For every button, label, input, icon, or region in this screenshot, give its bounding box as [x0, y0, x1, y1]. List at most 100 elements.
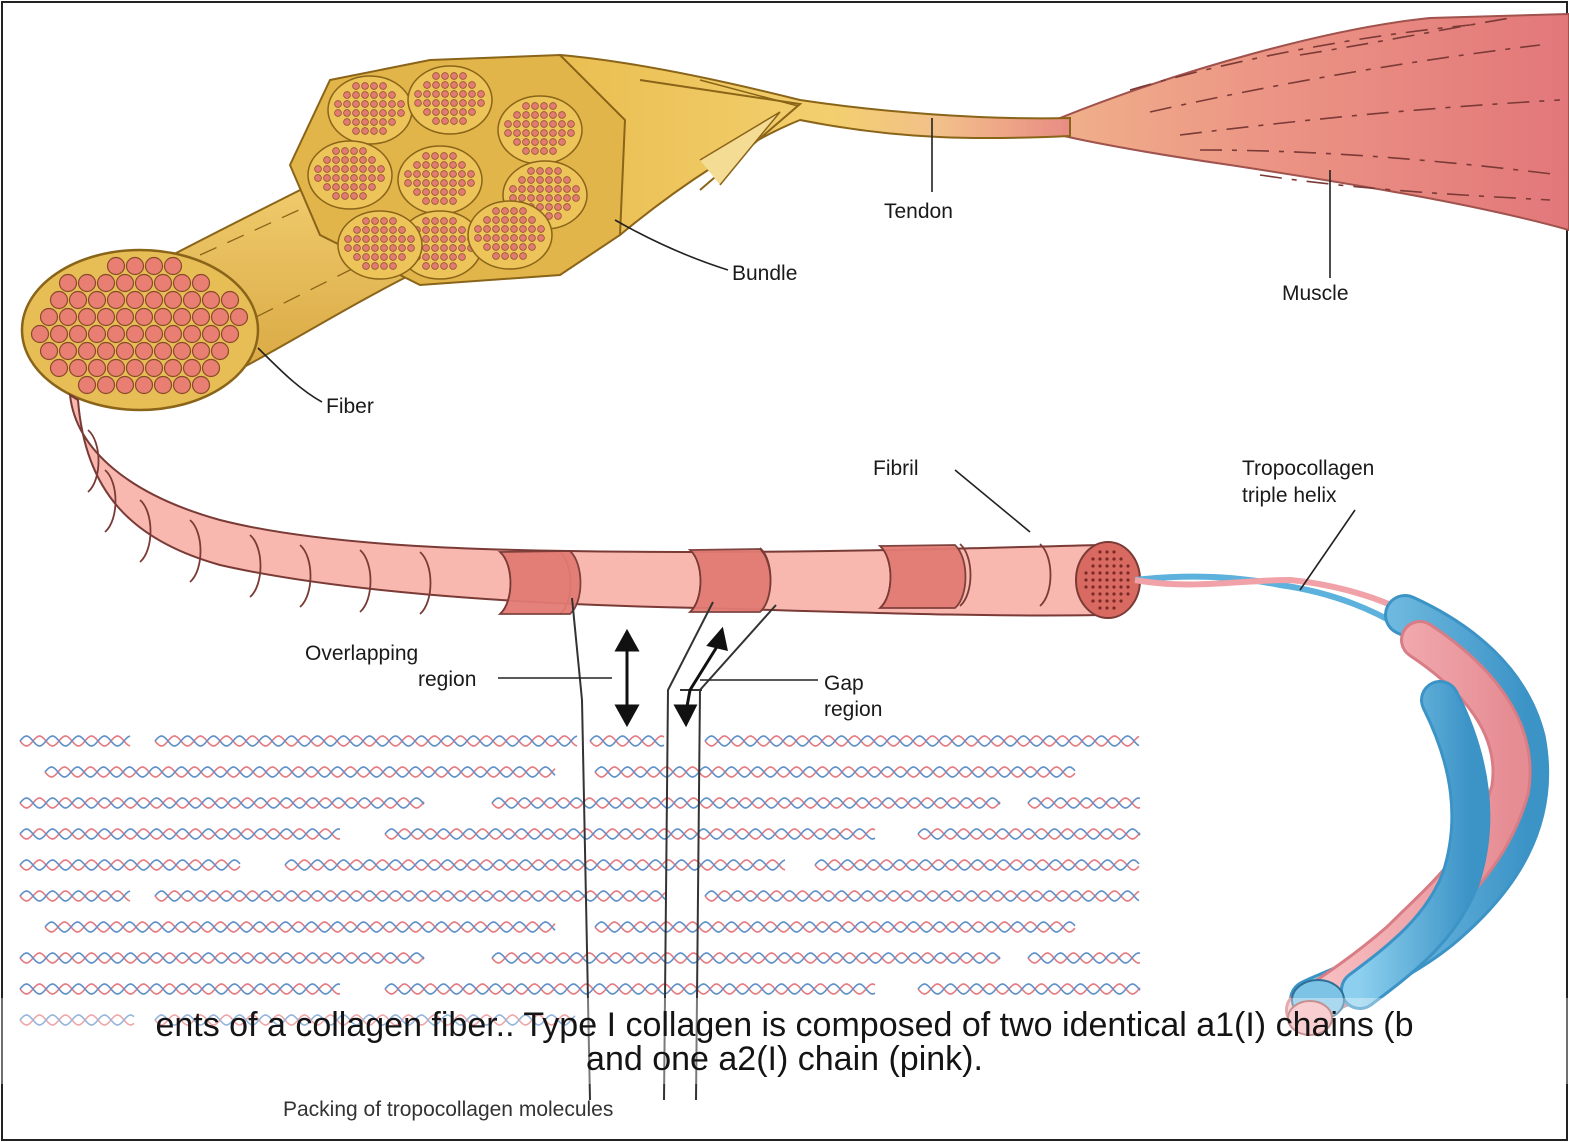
fibril-dot [555, 177, 562, 184]
fibril-dot [484, 244, 491, 251]
fiber-fibril-dot [117, 309, 134, 326]
fibril-dot [523, 139, 530, 146]
fibril-dot [423, 180, 430, 187]
fibril-dot [537, 168, 544, 175]
fibril-dot [353, 92, 360, 99]
fibril-dot [564, 204, 571, 211]
fibril-dot [510, 186, 517, 193]
fibril-dot [399, 227, 406, 234]
fibril-dot [345, 245, 352, 252]
fibril-dot [478, 91, 485, 98]
fiber-fibril-dot [193, 343, 210, 360]
fibril-end-dot [1105, 606, 1108, 609]
fibril-dot [324, 166, 331, 173]
tropocollagen-chain-pink [918, 829, 1140, 839]
fibril-dot [475, 226, 482, 233]
fibril-dot [390, 254, 397, 261]
fibril-end-dot [1105, 599, 1108, 602]
fibril-dot [555, 195, 562, 202]
fibril-end-dot [1091, 557, 1094, 560]
fibril-dot [333, 148, 340, 155]
fiber-fibril-dot [108, 258, 125, 275]
fibril-dot [432, 153, 439, 160]
fiber-fibril-dot [51, 326, 68, 343]
fibril-dot [432, 180, 439, 187]
fibril-dot [511, 217, 518, 224]
fibril-dot [459, 171, 466, 178]
fibril-end-dot [1112, 557, 1115, 560]
fiber-fibril-dot [60, 275, 77, 292]
gap-arrow [676, 630, 726, 724]
fiber-fibril-dot [155, 377, 172, 394]
fibril-dot [493, 244, 500, 251]
fiber-fibril-dot [184, 360, 201, 377]
fibril-dot [342, 148, 349, 155]
fibril-dot [511, 226, 518, 233]
fiber-fibril-dot [98, 275, 115, 292]
fibril-dot [441, 263, 448, 270]
tropocollagen-chain-blue [918, 984, 1140, 994]
fibril-dot [432, 189, 439, 196]
fibril-dot [555, 213, 562, 220]
fibril-dot [423, 263, 430, 270]
fiber-fibril-dot [79, 275, 96, 292]
fibril-dot [362, 110, 369, 117]
fibril-end-dot [1119, 592, 1122, 595]
fibril-dot [450, 236, 457, 243]
fibril-dot [372, 263, 379, 270]
fiber-fibril-dot [117, 343, 134, 360]
fibril-dot [372, 245, 379, 252]
fibril-dot [459, 245, 466, 252]
fibril-dot [423, 245, 430, 252]
fibril-dot [342, 157, 349, 164]
fibril-dot [423, 171, 430, 178]
fibril-dot [546, 177, 553, 184]
label-tropocollagen-2: triple helix [1242, 484, 1337, 507]
fiber-fibril-dot [146, 360, 163, 377]
fibril-dot [546, 195, 553, 202]
fibril-dot [390, 227, 397, 234]
fibril-end-dot [1098, 578, 1101, 581]
fiber-fibril-dot [79, 309, 96, 326]
overlap-arrow [617, 632, 637, 724]
fibril-dot [537, 195, 544, 202]
label-tendon: Tendon [884, 200, 953, 223]
fibril-dot [342, 166, 349, 173]
fibril-dot [381, 218, 388, 225]
fibril-dot [362, 83, 369, 90]
fibril-end-dot [1105, 564, 1108, 567]
fibril-dot [459, 254, 466, 261]
fiber-fibril-dot [51, 360, 68, 377]
fibril-end-dot [1112, 550, 1115, 553]
fiber-fibril-dot [108, 360, 125, 377]
fibril-end-dot [1105, 571, 1108, 574]
fibril-dot [423, 236, 430, 243]
fibril-dot [559, 112, 566, 119]
fibril-dot [360, 157, 367, 164]
label-fiber: Fiber [326, 395, 374, 418]
fibril-dot [389, 119, 396, 126]
fibril-dot [450, 218, 457, 225]
fibril-dot [371, 110, 378, 117]
fiber-fibril-dot [136, 343, 153, 360]
fibril-dot [469, 91, 476, 98]
fibril-dot [390, 245, 397, 252]
fibril-end-dot [1098, 557, 1101, 560]
fibril-end-dot [1098, 592, 1101, 595]
fibril-dot [441, 245, 448, 252]
label-overlapping-1: Overlapping [305, 642, 418, 665]
fibril-dot [433, 109, 440, 116]
fibril-dot [342, 193, 349, 200]
fiber-fibril-dot [165, 326, 182, 343]
fibril-dot [423, 254, 430, 261]
fibril-dot [423, 218, 430, 225]
fibril-dot [408, 236, 415, 243]
fibril-dot [432, 198, 439, 205]
fibril-dot [502, 244, 509, 251]
fibril-end-dot [1098, 571, 1101, 574]
fibril-dot [532, 121, 539, 128]
fiber-fibril-dot [222, 292, 239, 309]
fiber-fibril-dot [212, 343, 229, 360]
fibril-dot [353, 119, 360, 126]
